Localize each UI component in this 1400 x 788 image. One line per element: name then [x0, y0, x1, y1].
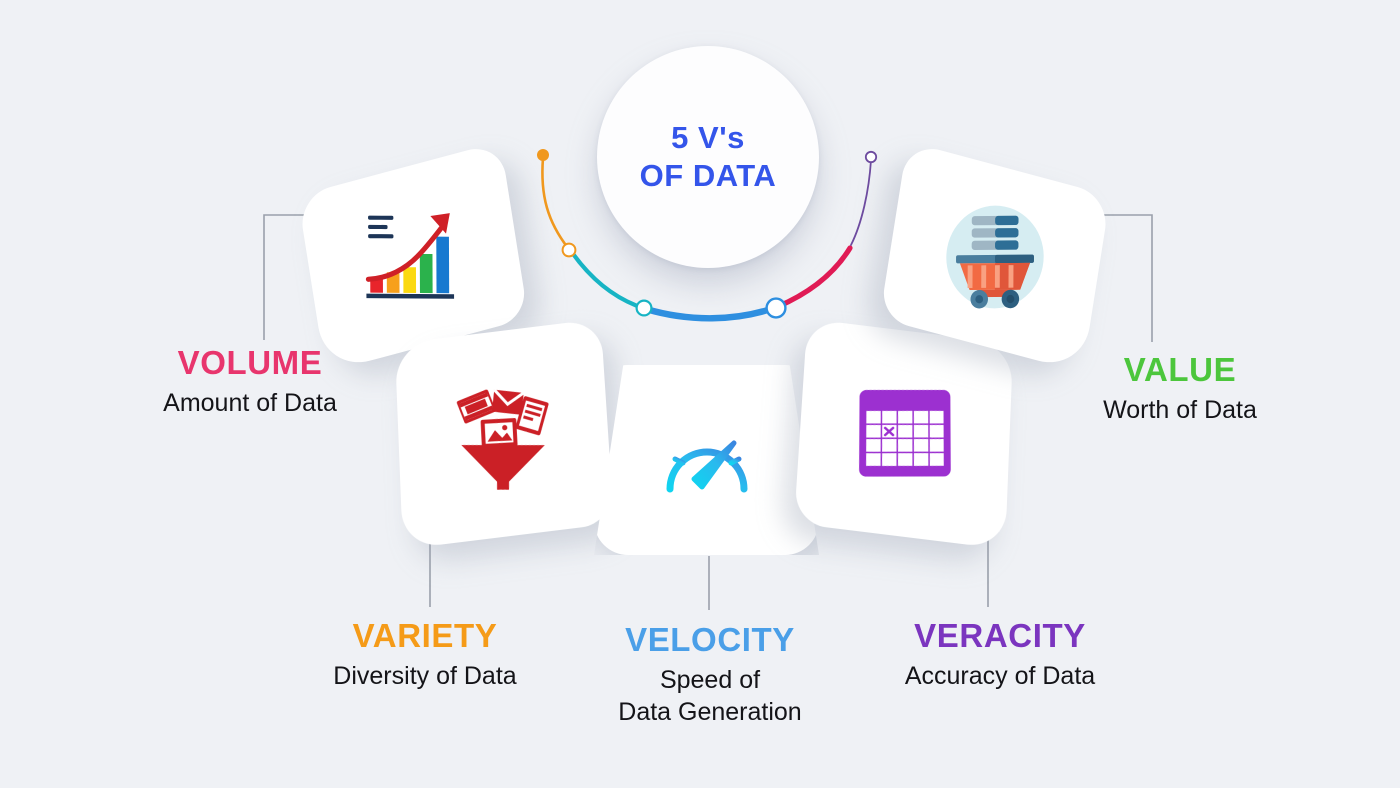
label-veracity-caption: Accuracy of Data	[904, 662, 1096, 691]
card-value[interactable]	[879, 141, 1111, 373]
label-variety-title: VARIETY	[352, 617, 498, 654]
data-funnel-icon	[456, 376, 549, 490]
center-circle: 5 V's OF DATA	[597, 46, 819, 268]
label-value-caption: Worth of Data	[1103, 396, 1257, 425]
label-veracity-title: VERACITY	[914, 617, 1086, 654]
label-velocity-caption: Speed of Data Generation	[618, 666, 802, 727]
card-veracity[interactable]	[793, 318, 1014, 550]
card-variety[interactable]	[394, 318, 615, 550]
card-velocity[interactable]	[594, 365, 819, 555]
center-title-line1: 5 V's	[671, 119, 745, 155]
card-volume[interactable]	[297, 141, 529, 373]
label-volume: VOLUME Amount of Data	[80, 344, 420, 419]
label-value-title: VALUE	[1123, 351, 1237, 388]
speedometer-icon	[666, 426, 747, 493]
center-title-line2: OF DATA	[639, 158, 777, 193]
label-value: VALUE Worth of Data	[1000, 351, 1360, 426]
spreadsheet-grid-icon	[859, 389, 951, 477]
label-volume-caption: Amount of Data	[163, 389, 337, 418]
data-mining-cart-icon	[946, 205, 1044, 309]
label-veracity: VERACITY Accuracy of Data	[845, 617, 1155, 692]
label-variety-caption: Diversity of Data	[333, 662, 517, 691]
label-velocity: VELOCITY Speed of Data Generation	[565, 621, 855, 728]
label-variety: VARIETY Diversity of Data	[265, 617, 585, 692]
label-velocity-title: VELOCITY	[625, 621, 795, 658]
label-volume-title: VOLUME	[177, 344, 323, 381]
growth-bar-chart-icon	[365, 213, 455, 299]
